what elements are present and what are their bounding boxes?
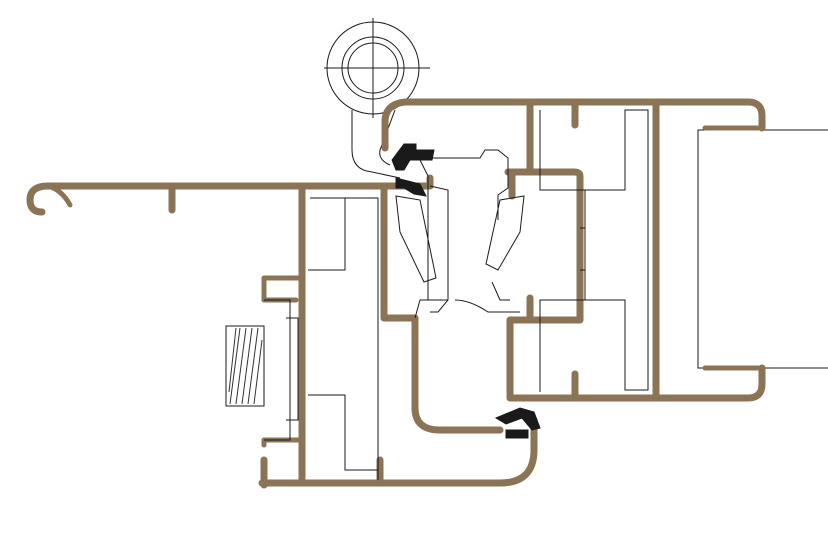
roller-with-crosshair (324, 18, 430, 179)
glass-panel (697, 129, 828, 369)
outer-frame-profile (26, 174, 538, 489)
sash-profile (381, 98, 766, 402)
brush-seal (225, 299, 299, 441)
weather-gaskets (391, 143, 541, 439)
thermal-break-insert (395, 149, 525, 319)
